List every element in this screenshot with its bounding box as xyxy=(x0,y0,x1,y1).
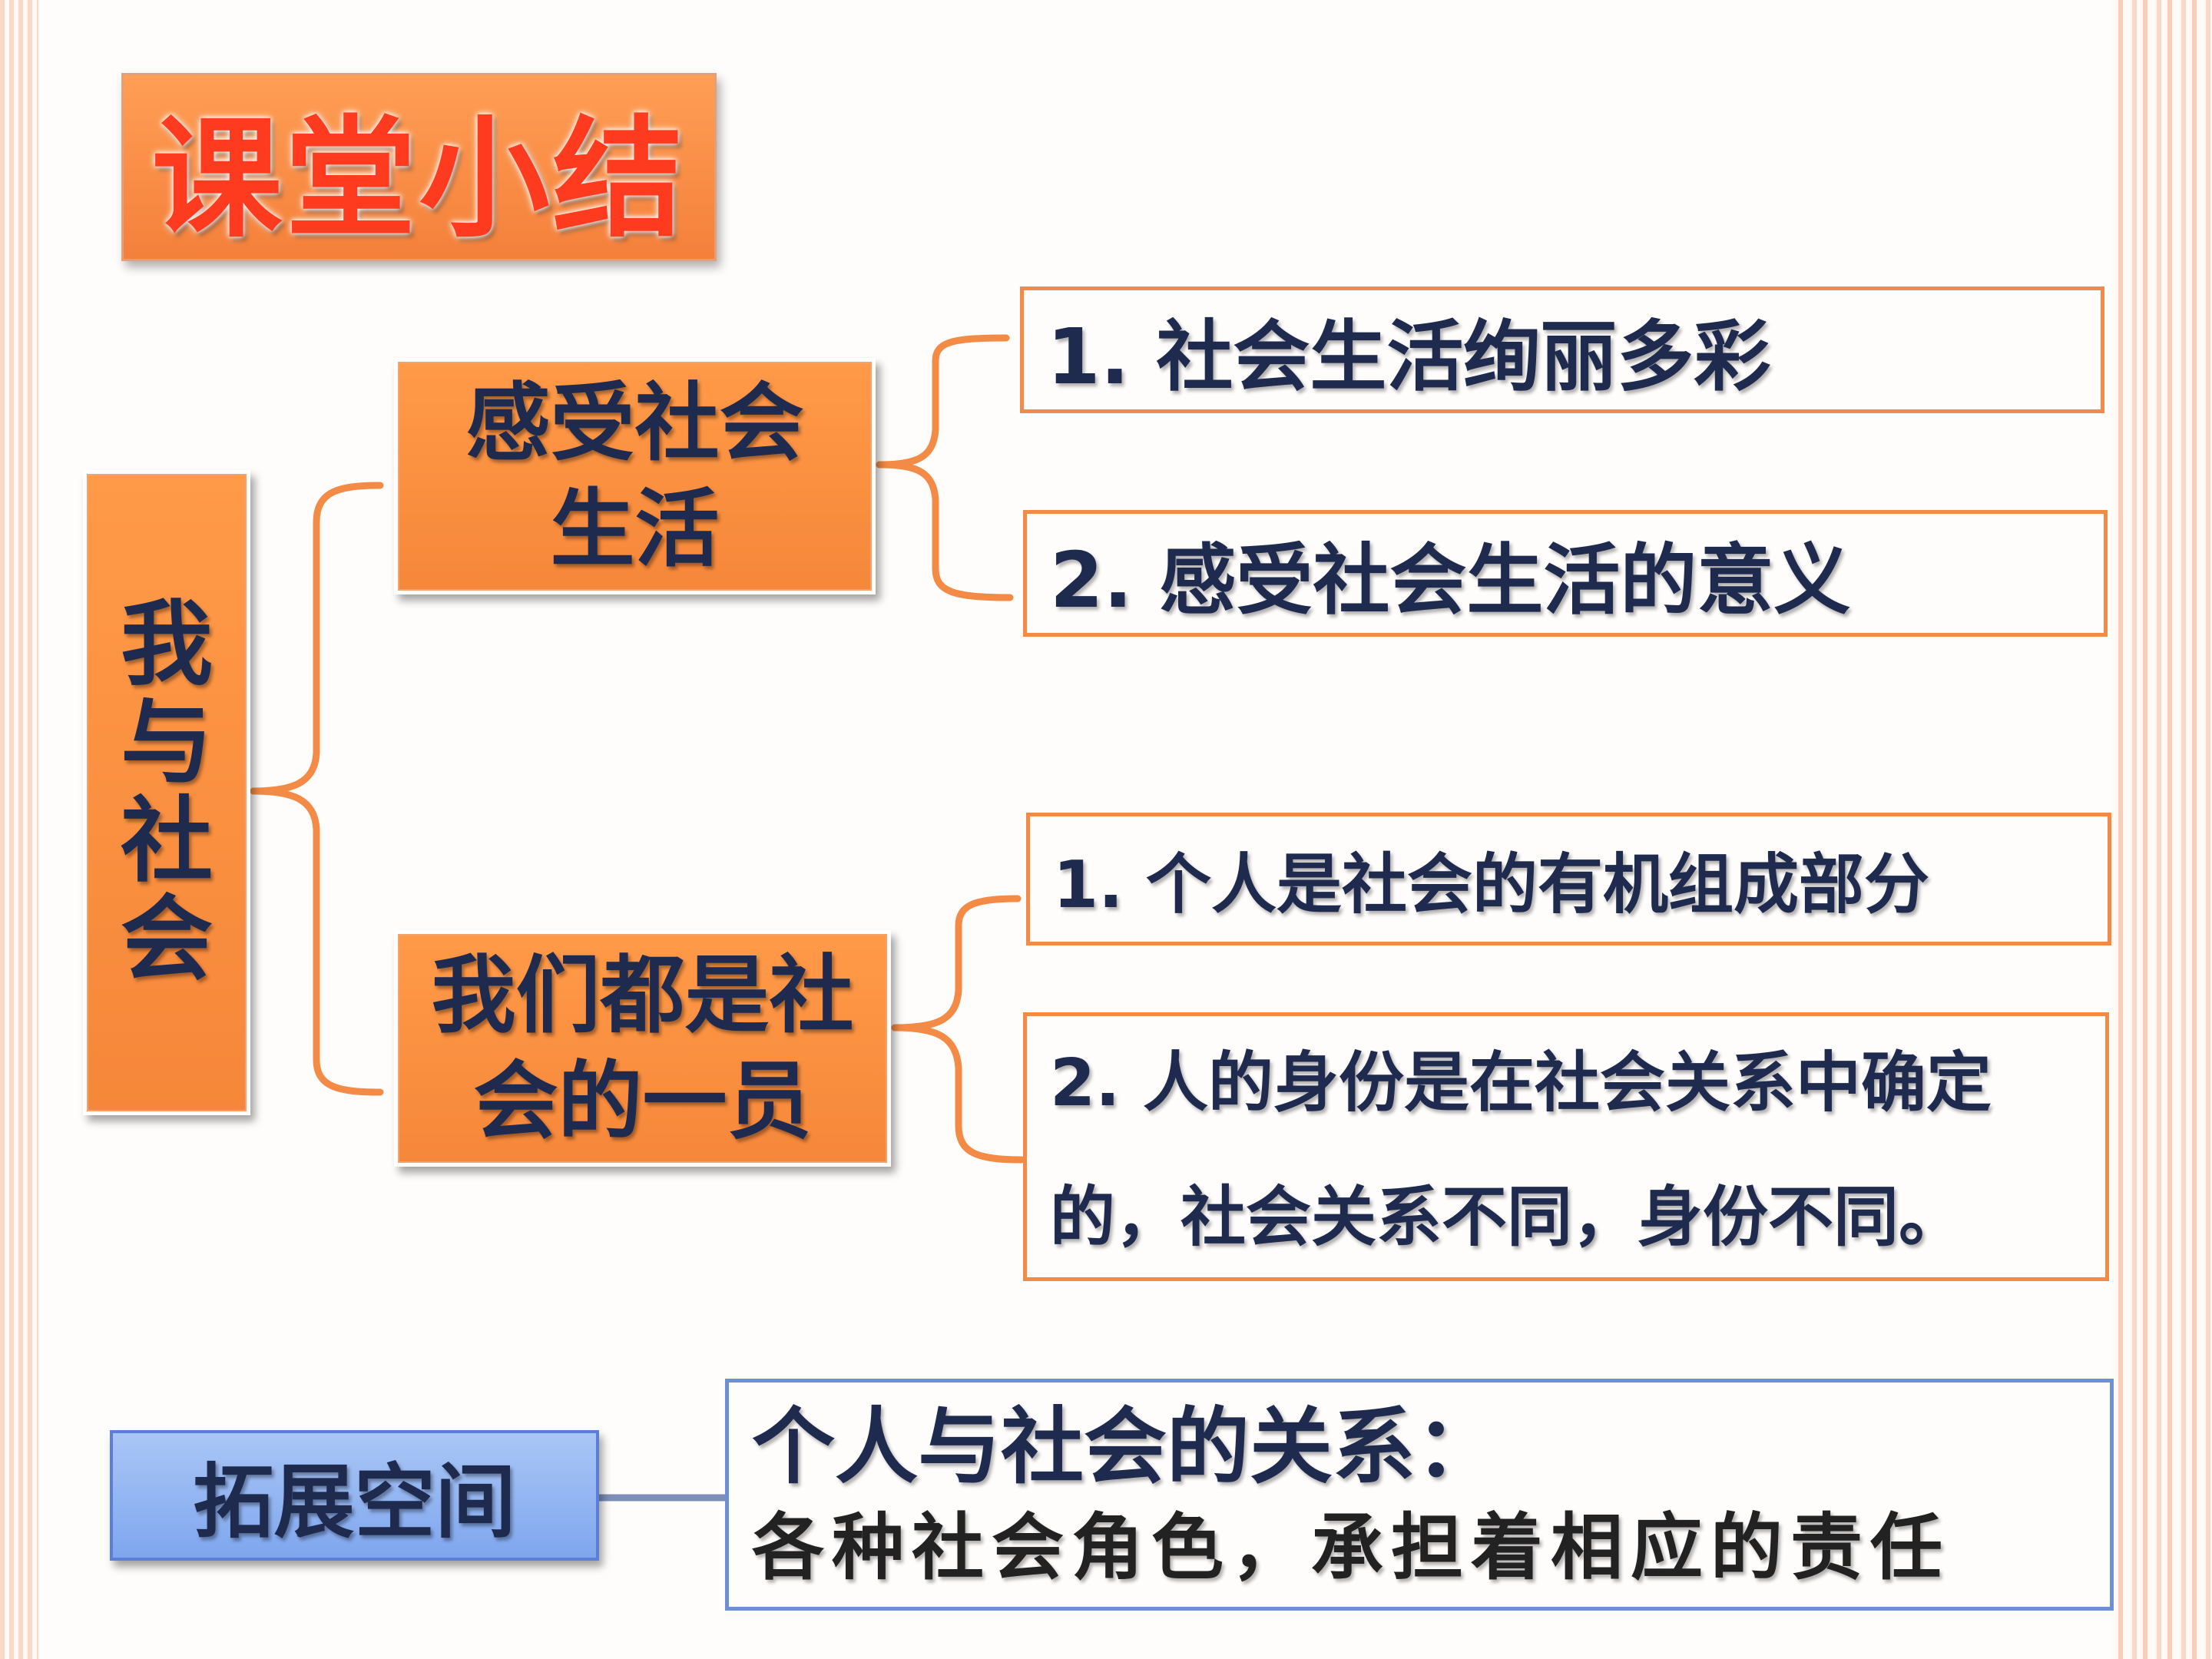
branch2-brace-lower xyxy=(891,1024,1025,1164)
branch2-label-line1: 我们都是社 xyxy=(431,946,854,1045)
extension-space-label: 拓展空间 xyxy=(193,1455,516,1549)
branch2-brace-upper xyxy=(891,895,1022,1031)
leaf-label: 2. 人的身份是在社会关系中确定 的，社会关系不同，身份不同。 xyxy=(1050,1016,1992,1285)
root-node-label: 我与社会 xyxy=(121,591,213,993)
branch1-label-line1: 感受社会 xyxy=(465,374,804,472)
leaf-label: 1. 个人是社会的有机组成部分 xyxy=(1053,847,1930,923)
relationship-body: 各种社会角色，承担着相应的责任 xyxy=(752,1505,1951,1590)
leaf-node: 2. 感受社会生活的意义 xyxy=(1023,510,2108,637)
leaf-label: 2. 感受社会生活的意义 xyxy=(1050,535,1851,625)
leaf-label-line2: 的，社会关系不同，身份不同。 xyxy=(1050,1180,1965,1256)
branch-node-member-of-society: 我们都是社 会的一员 xyxy=(394,930,891,1167)
left-decorative-border xyxy=(0,0,38,1659)
lesson-summary-title: 课堂小结 xyxy=(151,103,687,256)
branch2-label-line2: 会的一员 xyxy=(473,1052,812,1151)
branch-node-label: 我们都是社 会的一员 xyxy=(432,942,854,1154)
relationship-box: 个人与社会的关系： 各种社会角色，承担着相应的责任 xyxy=(725,1379,2114,1611)
root-brace-lower xyxy=(250,787,384,1096)
branch1-brace-upper xyxy=(876,334,1010,469)
leaf-node: 2. 人的身份是在社会关系中确定 的，社会关系不同，身份不同。 xyxy=(1023,1012,2109,1281)
root-brace xyxy=(250,482,384,795)
right-decorative-border xyxy=(2112,0,2212,1659)
leaf-label: 1. 社会生活绚丽多彩 xyxy=(1047,312,1771,402)
branch-node-label: 感受社会 生活 xyxy=(466,370,804,582)
leaf-node: 1. 个人是社会的有机组成部分 xyxy=(1026,813,2111,945)
branch-node-feel-social-life: 感受社会 生活 xyxy=(394,358,876,594)
mindmap-root-node: 我与社会 xyxy=(83,470,250,1115)
leaf-label-line1: 2. 人的身份是在社会关系中确定 xyxy=(1050,1045,1992,1121)
lesson-summary-title-box: 课堂小结 xyxy=(121,73,717,261)
branch1-brace-lower xyxy=(876,461,1014,601)
extension-space-box: 拓展空间 xyxy=(110,1430,599,1561)
leaf-node: 1. 社会生活绚丽多彩 xyxy=(1020,286,2104,413)
relationship-heading: 个人与社会的关系： xyxy=(752,1399,1499,1495)
branch1-label-line2: 生活 xyxy=(550,480,720,578)
